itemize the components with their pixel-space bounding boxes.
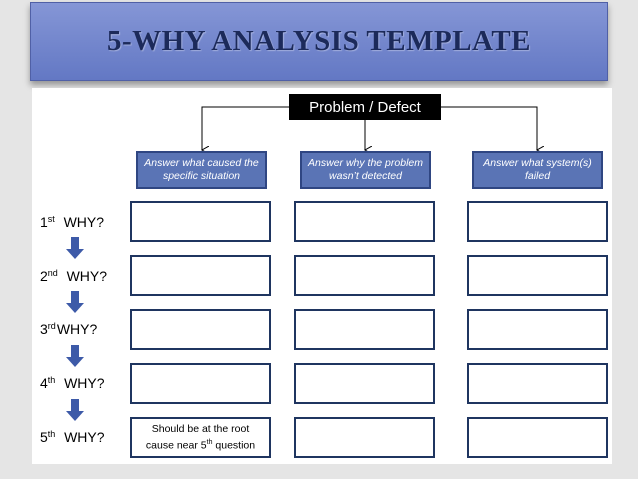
answer-cell-r2-c3[interactable] <box>467 255 608 296</box>
why-label-5: 5th WHY? <box>40 429 105 445</box>
why-label-3: 3rdWHY? <box>40 321 98 337</box>
answer-cell-r1-c1[interactable] <box>130 201 271 242</box>
answer-cell-r2-c1[interactable] <box>130 255 271 296</box>
answer-cell-r5-c2[interactable] <box>294 417 435 458</box>
connector-right <box>441 106 537 150</box>
problem-defect-box: Problem / Defect <box>289 94 441 120</box>
connector-left <box>202 106 289 150</box>
answer-cell-r4-c3[interactable] <box>467 363 608 404</box>
root-cause-note: Should be at the root cause near 5th que… <box>145 422 256 452</box>
answer-cell-r3-c2[interactable] <box>294 309 435 350</box>
down-arrow-1 <box>66 237 84 259</box>
answer-cell-r1-c3[interactable] <box>467 201 608 242</box>
title-banner: 5-WHY ANALYSIS TEMPLATE <box>30 2 608 81</box>
column-header-detection: Answer why the problem wasn’t detected <box>300 151 431 189</box>
answer-cell-r4-c1[interactable] <box>130 363 271 404</box>
down-arrow-2 <box>66 291 84 313</box>
answer-cell-r4-c2[interactable] <box>294 363 435 404</box>
why-label-4: 4th WHY? <box>40 375 105 391</box>
answer-cell-r3-c3[interactable] <box>467 309 608 350</box>
answer-cell-r3-c1[interactable] <box>130 309 271 350</box>
answer-cell-r5-c1[interactable]: Should be at the root cause near 5th que… <box>130 417 271 458</box>
answer-cell-r2-c2[interactable] <box>294 255 435 296</box>
column-header-cause: Answer what caused the specific situatio… <box>136 151 267 189</box>
page-title: 5-WHY ANALYSIS TEMPLATE <box>106 25 532 57</box>
down-arrow-4 <box>66 399 84 421</box>
answer-cell-r1-c2[interactable] <box>294 201 435 242</box>
why-label-1: 1st WHY? <box>40 214 105 230</box>
down-arrow-3 <box>66 345 84 367</box>
why-label-2: 2nd WHY? <box>40 268 108 284</box>
answer-cell-r5-c3[interactable] <box>467 417 608 458</box>
column-header-system: Answer what system(s) failed <box>472 151 603 189</box>
